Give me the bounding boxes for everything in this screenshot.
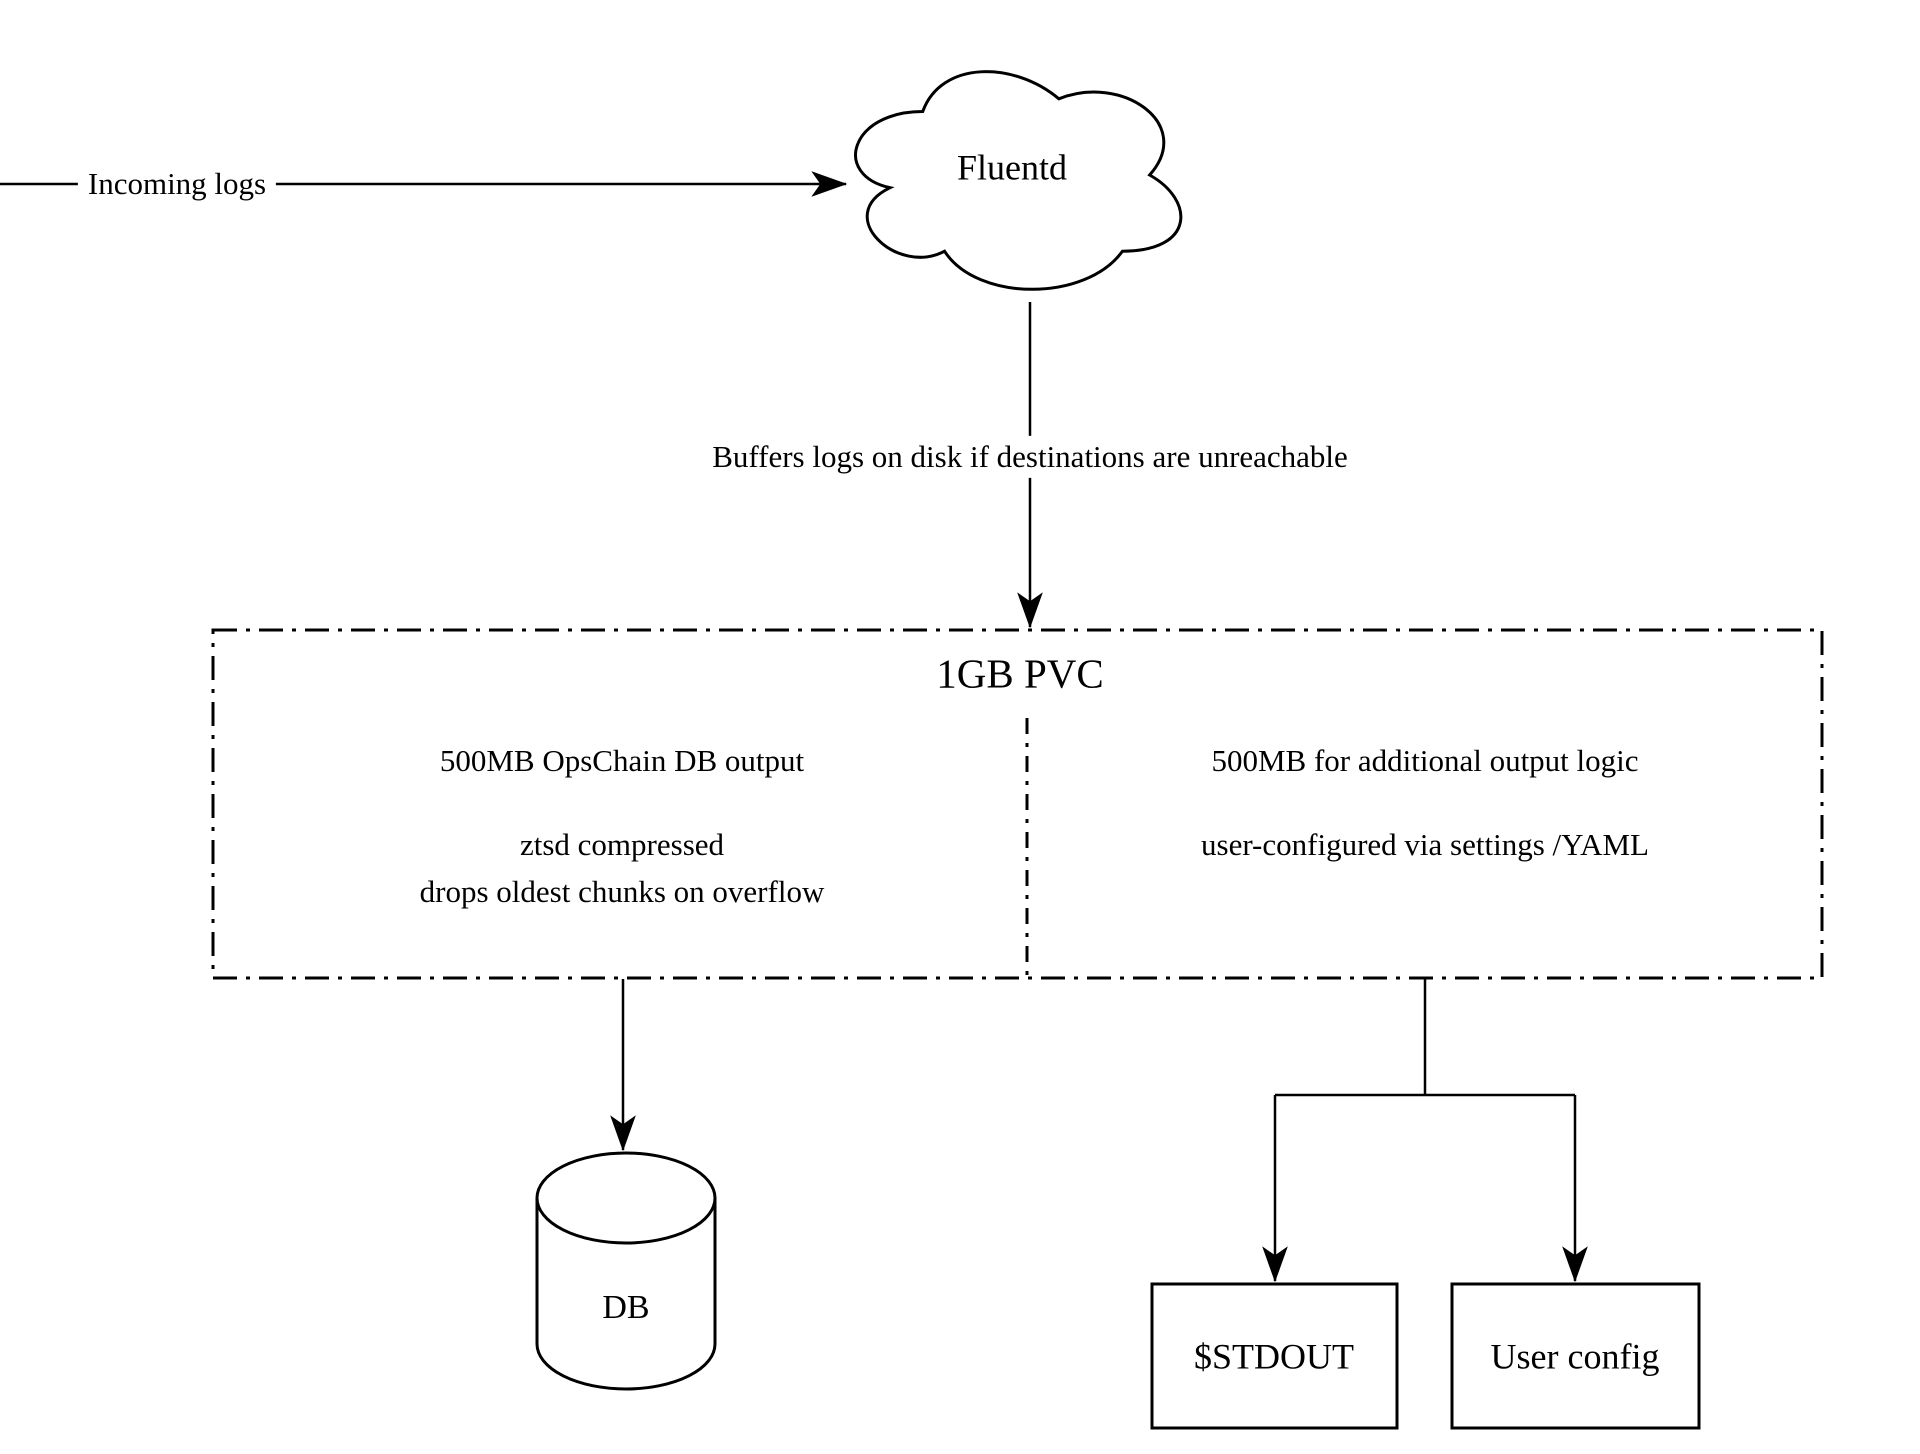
stdout-label: $STDOUT — [1194, 1336, 1354, 1377]
pvc-title: 1GB PVC — [936, 650, 1104, 697]
user-config-label: User config — [1490, 1336, 1660, 1377]
incoming-logs-label: Incoming logs — [77, 162, 277, 206]
db-label: DB — [602, 1288, 650, 1326]
pvc-right-line-1: 500MB for additional output logic — [1211, 742, 1639, 778]
fluentd-cloud-icon — [854, 70, 1183, 291]
stdout-box — [1150, 1282, 1399, 1430]
pvc-left-line-3: drops oldest chunks on overflow — [419, 873, 825, 909]
pvc-left-line-2: ztsd compressed — [519, 826, 725, 862]
pvc-box — [211, 628, 1824, 980]
pvc-right-line-2: user-configured via settings /YAML — [1201, 826, 1649, 862]
buffer-note: Buffers logs on disk if destinations are… — [702, 435, 1358, 479]
database-cylinder-icon — [535, 1151, 717, 1391]
fluentd-label: Fluentd — [956, 147, 1068, 188]
pvc-left-line-1: 500MB OpsChain DB output — [439, 742, 805, 778]
user-config-box — [1450, 1282, 1701, 1430]
